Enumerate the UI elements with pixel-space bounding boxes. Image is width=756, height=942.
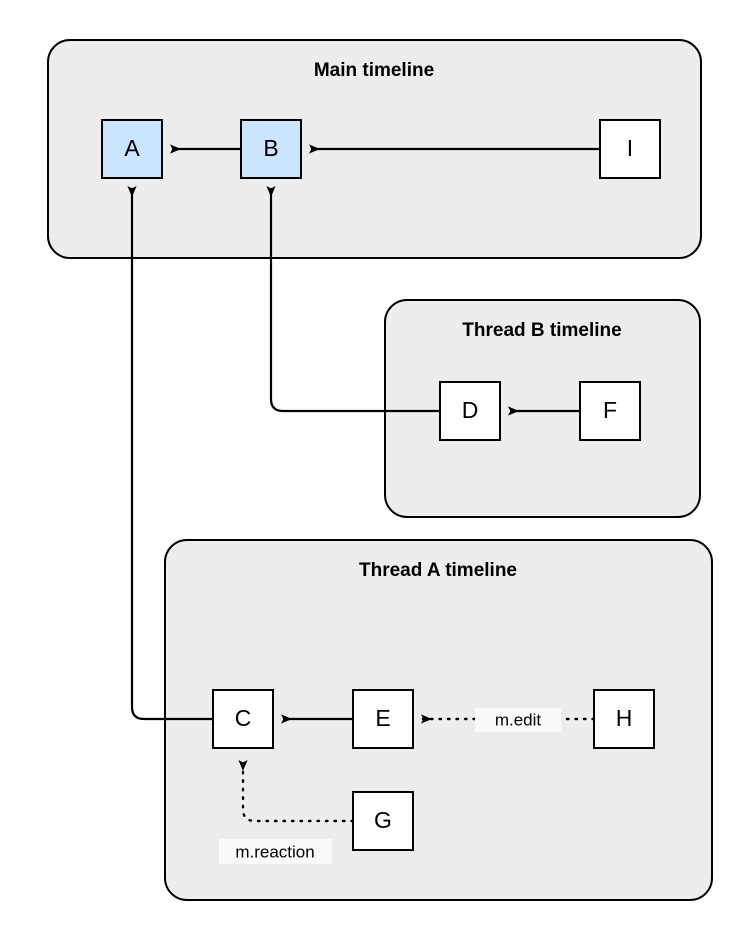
node-f[interactable]: F — [579, 381, 641, 441]
node-g-label: G — [374, 807, 392, 833]
node-g[interactable]: G — [352, 791, 414, 851]
node-d-label: D — [462, 397, 479, 423]
node-b[interactable]: B — [240, 119, 302, 179]
node-f-label: F — [603, 397, 617, 423]
node-b-box[interactable] — [240, 119, 302, 179]
node-a-box[interactable] — [101, 119, 163, 179]
node-i[interactable]: I — [599, 119, 661, 179]
edge-d-to-b — [266, 186, 440, 413]
node-c[interactable]: C — [212, 689, 274, 749]
node-f-box[interactable] — [579, 381, 641, 441]
node-a[interactable]: A — [101, 119, 163, 179]
node-d[interactable]: D — [439, 381, 501, 441]
edge-c-to-a — [127, 186, 213, 721]
node-i-box[interactable] — [599, 119, 661, 179]
node-e[interactable]: E — [352, 689, 414, 749]
edge-label-m-reaction: m.reaction — [235, 842, 314, 861]
node-a-label: A — [124, 135, 140, 161]
edge-label-m-reaction-bg — [219, 839, 332, 864]
node-h-label: H — [616, 705, 633, 731]
node-c-label: C — [235, 705, 252, 731]
node-g-box[interactable] — [352, 791, 414, 851]
node-d-box[interactable] — [439, 381, 501, 441]
node-h-box[interactable] — [593, 689, 655, 749]
group-thread-b-timeline: Thread B timeline — [384, 299, 701, 518]
group-main-timeline-title: Main timeline — [314, 60, 434, 81]
group-thread-b-timeline-title: Thread B timeline — [462, 320, 621, 341]
group-thread-b-timeline-box — [384, 299, 701, 518]
node-e-label: E — [375, 705, 390, 731]
edge-label-m-edit-bg — [475, 708, 561, 732]
node-h[interactable]: H — [593, 689, 655, 749]
group-thread-a-timeline-title: Thread A timeline — [359, 560, 517, 581]
node-e-box[interactable] — [352, 689, 414, 749]
node-c-box[interactable] — [212, 689, 274, 749]
node-b-label: B — [263, 135, 278, 161]
node-i-label: I — [627, 135, 633, 161]
edge-label-m-edit: m.edit — [495, 710, 542, 729]
group-thread-a-timeline: Thread A timeline — [164, 539, 713, 901]
